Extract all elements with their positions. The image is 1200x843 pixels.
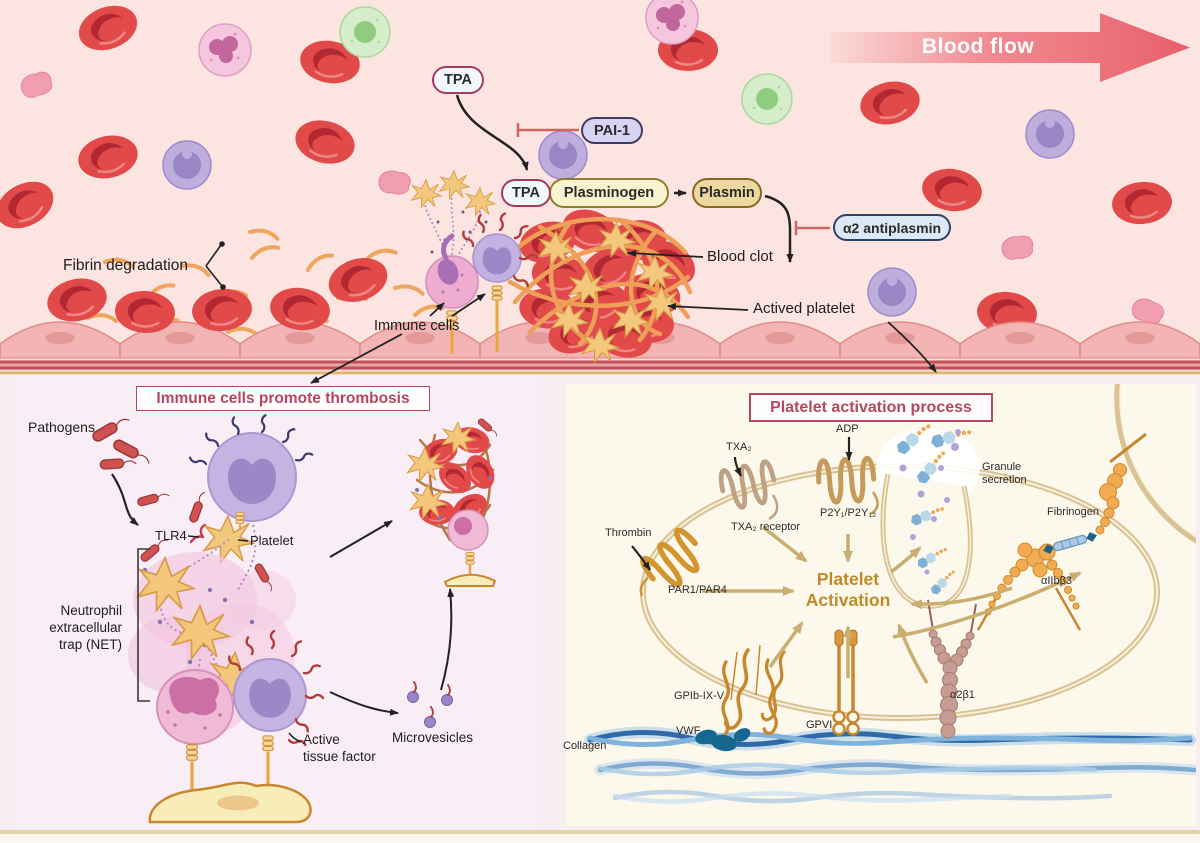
endothelium-wall: [0, 321, 1200, 375]
fibrinolysis-arrows: [455, 94, 830, 263]
label-leader-lines: [205, 241, 937, 384]
tlr4-label: TLR4: [155, 528, 187, 543]
a2b1-integrin: [927, 599, 977, 739]
vwf-label: VWF: [676, 725, 701, 737]
right-panel-title: Platelet activation process: [749, 393, 993, 422]
immune-cells-label: Immune cells: [374, 318, 460, 334]
collagen-fibers: [584, 726, 1196, 804]
microvesicles-label: Microvesicles: [392, 730, 474, 745]
fibrinogen-label: Fibrinogen: [1047, 506, 1099, 518]
activation-arrows: [702, 525, 1082, 684]
pathogens-label: Pathogens: [28, 419, 95, 435]
a2b1-label: α2β1: [950, 689, 975, 701]
txa2-label: TXA₂: [726, 441, 752, 453]
fibrin-degradation-label: Fibrin degradation: [63, 257, 188, 274]
platelet-activation-label: Platelet Activation: [805, 569, 891, 610]
thrombin-label: Thrombin: [605, 527, 652, 539]
immune-cells-on-wall: [411, 170, 539, 354]
gpib-label: GPIb-IX-V: [674, 690, 725, 702]
txa2-receptor-label: TXA₂ receptor: [731, 521, 801, 533]
tpa-pill: TPA: [432, 66, 484, 94]
blood-clot-label: Blood clot: [707, 248, 773, 265]
left-panel-title: Immune cells promote thrombosis: [136, 386, 430, 411]
platelet-label: Platelet: [250, 533, 294, 548]
net-label: Neutrophil extracellular trap (NET): [49, 603, 122, 652]
a2-antiplasmin-pill: α2 antiplasmin: [833, 214, 951, 241]
right-panel-art: [584, 384, 1196, 804]
aiibb3-label: αIIbβ3: [1041, 575, 1073, 587]
par1-par4-label: PAR1/PAR4: [668, 584, 727, 596]
active-tissue-factor-label: Active tissue factor: [303, 732, 376, 764]
actived-platelet-label: Actived platelet: [753, 300, 855, 317]
blood-flow-label: Blood flow: [921, 35, 1035, 58]
blood-clot: [502, 201, 705, 365]
granule-molecules: [894, 421, 972, 596]
adp-label: ADP: [836, 423, 859, 435]
granule-secretion-label: Granule secretion: [982, 461, 1027, 487]
p2y-label: P2Y₁/P2Y₁₂: [820, 507, 877, 519]
gpvi-label: GPVI: [806, 719, 833, 731]
gpib-receptors: [712, 644, 788, 741]
collagen-label: Collagen: [563, 740, 607, 752]
blood-flow-arrow: [830, 13, 1190, 82]
plasminogen-pill: Plasminogen: [549, 178, 669, 208]
left-panel-art: [90, 413, 501, 824]
thrombus-aggregate: [406, 417, 501, 587]
agonist-arrows: [631, 437, 853, 571]
plasmin-pill: Plasmin: [692, 178, 762, 208]
tpa-bound-pill: TPA: [501, 179, 551, 207]
vwf: [695, 728, 751, 752]
pai1-pill: PAI-1: [581, 117, 643, 144]
